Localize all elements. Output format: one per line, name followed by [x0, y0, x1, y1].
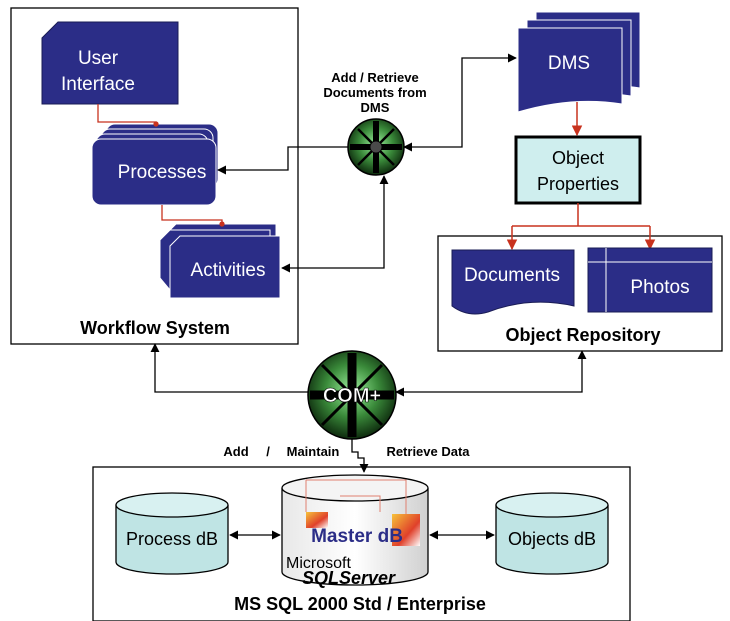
sql-server-title: MS SQL 2000 Std / Enterprise — [234, 594, 486, 614]
activities-label: Activities — [191, 260, 266, 281]
user-interface-shape: User Interface — [41, 21, 179, 105]
maintain-label: Maintain — [287, 444, 340, 459]
com-repository-connector — [395, 350, 587, 397]
processes-stack-shape: Processes — [91, 123, 219, 206]
dms-hub-icon — [347, 118, 405, 176]
processes-to-activities-dot — [219, 221, 225, 227]
documents-shape: Documents — [451, 249, 575, 315]
process-db-label: Process dB — [126, 529, 218, 549]
processes-dms-connector — [217, 146, 348, 175]
user-interface-label-2: Interface — [61, 74, 135, 95]
workflow-com-connector — [150, 343, 308, 393]
activities-stack-shape: Activities — [159, 223, 281, 299]
dms-hub-to-dms-connector — [403, 53, 517, 152]
photos-shape: Photos — [587, 247, 713, 313]
ui-to-processes-dot — [153, 121, 159, 127]
activities-dms-connector — [281, 175, 389, 273]
sqlserver-label: SQLServer — [302, 568, 396, 588]
retrieve-data-label: Retrieve Data — [386, 444, 470, 459]
slash-label: / — [266, 444, 270, 459]
workflow-system-title: Workflow System — [80, 318, 230, 338]
dms-link-label-2: Documents from — [323, 85, 426, 100]
object-repository-title: Object Repository — [505, 325, 660, 345]
com-hub-icon: COM+ — [307, 350, 397, 440]
user-interface-label-1: User — [78, 48, 119, 69]
objects-db-label: Objects dB — [508, 529, 596, 549]
dms-link-label: Add / Retrieve Documents from DMS — [323, 70, 426, 115]
processes-label: Processes — [118, 162, 207, 183]
com-sql-connector — [351, 439, 369, 473]
object-properties-label-1: Object — [552, 148, 604, 168]
dms-link-label-1: Add / Retrieve — [331, 70, 418, 85]
objects-db-cylinder: Objects dB — [495, 492, 609, 575]
microsoft-label: Microsoft — [286, 555, 351, 572]
documents-label: Documents — [464, 265, 560, 286]
add-label: Add — [223, 444, 248, 459]
master-db-cylinder: Master dB Microsoft SQLServer — [281, 474, 429, 588]
properties-to-repository-connector — [512, 203, 650, 227]
object-properties-box: Object Properties — [514, 135, 642, 205]
master-db-label: Master dB — [311, 526, 403, 547]
dms-link-label-3: DMS — [361, 100, 390, 115]
object-properties-label-2: Properties — [537, 174, 619, 194]
master-db-logo-right — [392, 514, 420, 546]
com-plus-label: COM+ — [323, 385, 381, 407]
dms-label: DMS — [548, 53, 590, 74]
dms-shape: DMS — [517, 11, 641, 113]
photos-label: Photos — [630, 277, 689, 298]
master-db-logo-left — [306, 512, 328, 528]
process-db-cylinder: Process dB — [115, 492, 229, 575]
